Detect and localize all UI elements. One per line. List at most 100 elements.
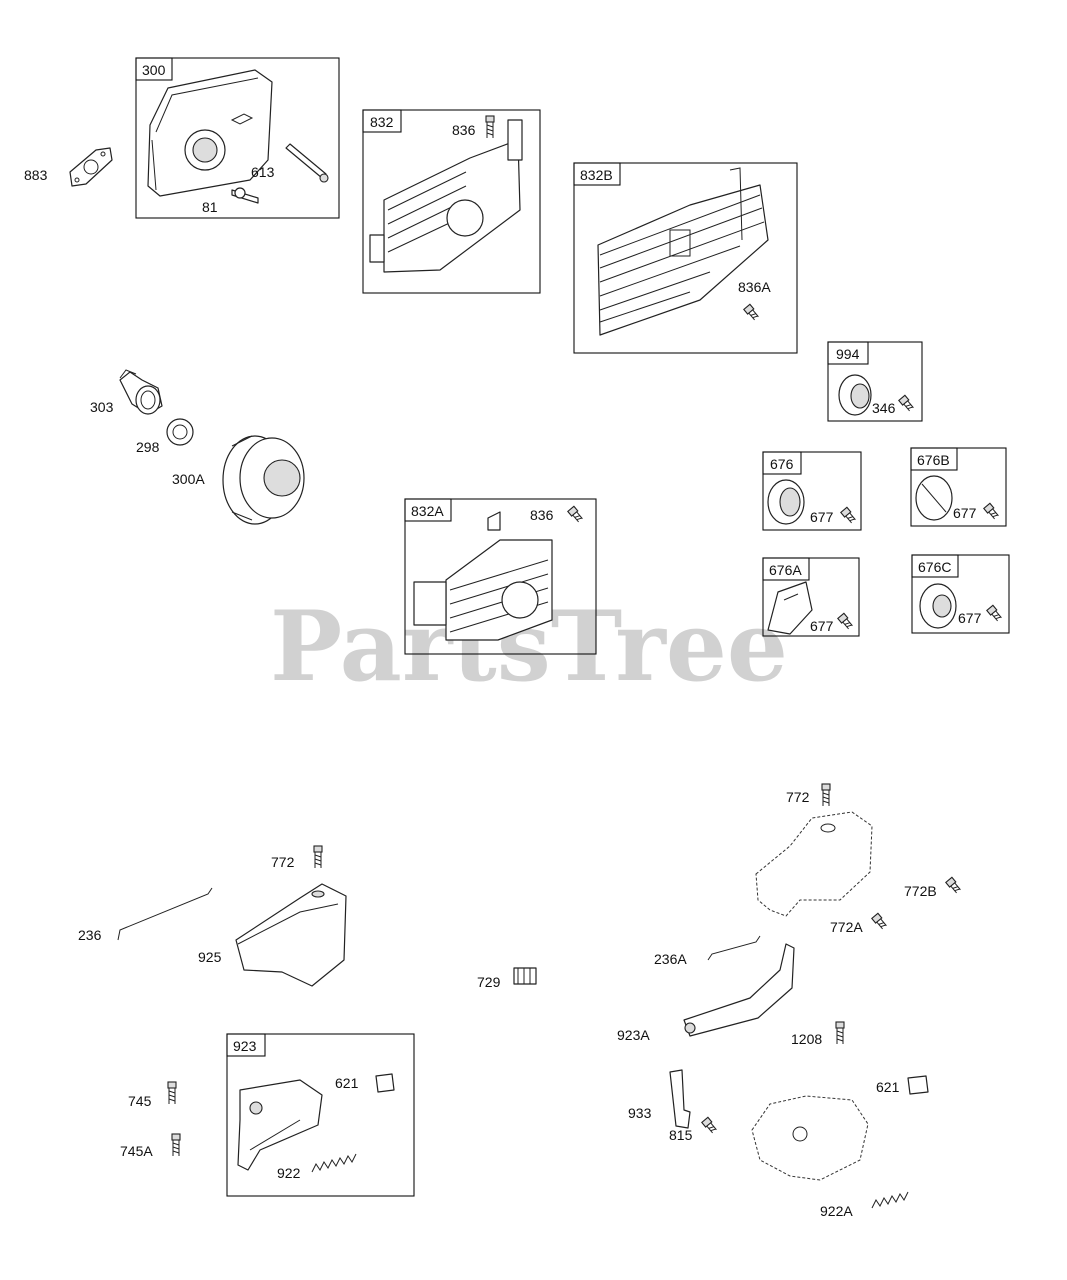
- round-muffler-icon: [222, 435, 305, 525]
- label-1208: 1208: [791, 1031, 822, 1047]
- label-922: 922: [277, 1165, 301, 1181]
- bolt-772-left[interactable]: 772: [271, 845, 323, 870]
- label-883: 883: [24, 167, 48, 183]
- link-a-icon: [707, 935, 761, 961]
- label-81: 81: [202, 199, 218, 215]
- label-677-b: 677: [953, 505, 977, 521]
- label-677-d: 677: [958, 610, 982, 626]
- box-676C-label: 676C: [918, 559, 951, 575]
- box-300[interactable]: 300 613 81: [135, 57, 340, 219]
- box-832B-label: 832B: [580, 167, 613, 183]
- box-300-label: 300: [142, 62, 166, 78]
- label-621-a: 621: [335, 1075, 359, 1091]
- governor-923A[interactable]: 923A: [617, 943, 795, 1043]
- lock-washer-icon: [166, 418, 194, 446]
- label-933: 933: [628, 1105, 652, 1121]
- screen-icon: [767, 479, 805, 525]
- label-303: 303: [90, 399, 114, 415]
- spring-922A[interactable]: 922A: [820, 1191, 909, 1219]
- box-832A-label: 832A: [411, 503, 444, 519]
- gasket-icon: [69, 147, 113, 187]
- bolt-772B[interactable]: 772B: [904, 876, 963, 899]
- air-guide-925[interactable]: 925: [198, 883, 347, 987]
- box-994-label: 994: [836, 346, 860, 362]
- muffler-guard-icon: [369, 119, 523, 273]
- label-621-b: 621: [876, 1079, 900, 1095]
- elbow-303[interactable]: 303: [90, 369, 163, 415]
- label-346: 346: [872, 400, 896, 416]
- box-676C[interactable]: 676C 677: [911, 554, 1010, 634]
- heat-shield-icon: [597, 167, 769, 336]
- air-guide-right: [755, 811, 873, 917]
- label-745A: 745A: [120, 1143, 153, 1159]
- screen-a-icon: [767, 581, 813, 635]
- box-676[interactable]: 676 677: [762, 451, 862, 531]
- lockwasher-298[interactable]: 298: [136, 418, 194, 455]
- box-994[interactable]: 994 346: [827, 341, 923, 422]
- spark-arrestor-icon: [838, 374, 872, 416]
- box-676-label: 676: [770, 456, 794, 472]
- label-772-a: 772: [271, 854, 295, 870]
- screw-815[interactable]: 815: [669, 1116, 719, 1143]
- box-832[interactable]: 832 836: [362, 109, 541, 294]
- spring-922A-icon: [871, 1191, 909, 1209]
- bolt-1208[interactable]: 1208: [791, 1021, 845, 1047]
- label-922A: 922A: [820, 1203, 853, 1219]
- bracket-621-right[interactable]: 621: [876, 1075, 929, 1095]
- bracket-933[interactable]: 933: [628, 1069, 691, 1129]
- muffler-guard-a-icon: [413, 511, 553, 641]
- elbow-icon: [119, 369, 163, 415]
- screen-b-icon: [915, 475, 953, 521]
- label-772A: 772A: [830, 919, 863, 935]
- governor-link-icon: [683, 943, 795, 1037]
- spring-922-icon: [311, 1153, 357, 1173]
- governor-plate-right: [751, 1095, 869, 1181]
- label-745: 745: [128, 1093, 152, 1109]
- bolt-745A[interactable]: 745A: [120, 1133, 181, 1159]
- box-832-label: 832: [370, 114, 394, 130]
- box-676B[interactable]: 676B 677: [910, 447, 1007, 527]
- gasket-883[interactable]: 883: [24, 147, 113, 187]
- muffler-icon: [147, 69, 273, 197]
- label-836-a: 836: [452, 122, 476, 138]
- label-836-b: 836: [530, 507, 554, 523]
- box-676A-label: 676A: [769, 562, 802, 578]
- bolt-772A[interactable]: 772A: [830, 912, 889, 935]
- bolt-772-right[interactable]: 772: [786, 783, 831, 807]
- box-832A[interactable]: 832A 836: [404, 498, 597, 655]
- clip-icon: [513, 967, 537, 985]
- label-236: 236: [78, 927, 102, 943]
- label-677-a: 677: [810, 509, 834, 525]
- label-923A: 923A: [617, 1027, 650, 1043]
- bracket-621-icon: [375, 1073, 395, 1093]
- link-236A[interactable]: 236A: [654, 935, 761, 967]
- muffler-300A[interactable]: 300A: [172, 435, 305, 525]
- pipe-icon: [285, 143, 329, 183]
- bracket-icon: [907, 1075, 929, 1095]
- label-836A: 836A: [738, 279, 771, 295]
- label-815: 815: [669, 1127, 693, 1143]
- box-676B-label: 676B: [917, 452, 950, 468]
- label-298: 298: [136, 439, 160, 455]
- label-925: 925: [198, 949, 222, 965]
- label-236A: 236A: [654, 951, 687, 967]
- link-236[interactable]: 236: [78, 887, 213, 943]
- box-923[interactable]: 923 621 922: [226, 1033, 415, 1197]
- clip-729[interactable]: 729: [477, 967, 537, 990]
- box-832B[interactable]: 832B 836A: [573, 162, 798, 354]
- link-icon: [117, 887, 213, 941]
- air-guide-icon: [235, 883, 347, 987]
- label-729: 729: [477, 974, 501, 990]
- label-772B: 772B: [904, 883, 937, 899]
- governor-lever-icon: [237, 1079, 323, 1171]
- screen-c-icon: [919, 583, 957, 629]
- label-300A: 300A: [172, 471, 205, 487]
- bolt-745[interactable]: 745: [128, 1081, 177, 1109]
- bolt-81-icon: [231, 187, 259, 204]
- bracket-933-icon: [669, 1069, 691, 1129]
- box-676A[interactable]: 676A 677: [762, 557, 860, 637]
- label-613: 613: [251, 164, 275, 180]
- label-772-b: 772: [786, 789, 810, 805]
- box-923-label: 923: [233, 1038, 257, 1054]
